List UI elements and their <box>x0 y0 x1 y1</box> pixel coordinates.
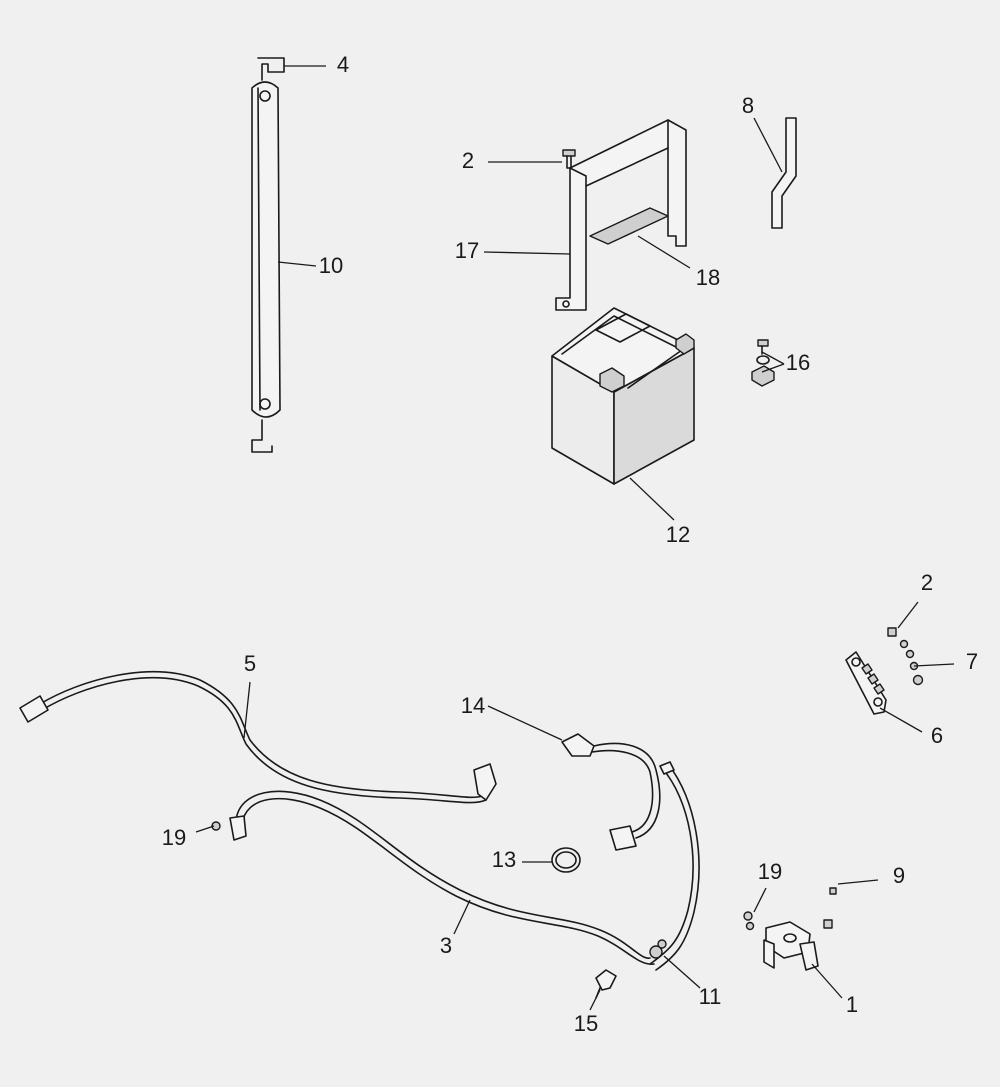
callout-2-right: 2 <box>921 570 933 595</box>
cable-14-part <box>561 733 661 851</box>
cable-11-part <box>649 761 700 971</box>
callout-9: 9 <box>893 863 905 888</box>
callout-15: 15 <box>574 1011 598 1036</box>
callout-11: 11 <box>699 984 722 1009</box>
callout-2-top: 2 <box>462 148 474 173</box>
battery-part <box>551 307 695 485</box>
callout-3: 3 <box>440 933 452 958</box>
clamp-part <box>551 847 581 873</box>
callout-6: 6 <box>931 723 943 748</box>
leader-lines <box>195 65 955 1011</box>
callout-12: 12 <box>666 522 690 547</box>
bent-rod-part <box>771 117 797 229</box>
cable-5-part <box>19 671 497 804</box>
callout-8: 8 <box>742 93 754 118</box>
callout-16: 16 <box>786 350 810 375</box>
callout-1: 1 <box>846 992 858 1017</box>
cable-3-part <box>229 790 667 965</box>
callouts: 4 2 8 10 17 18 16 12 2 7 6 5 14 19 13 3 … <box>162 52 978 1036</box>
callout-7: 7 <box>966 649 978 674</box>
bolt-part-top <box>562 149 576 169</box>
callout-10: 10 <box>319 253 343 278</box>
plug-part <box>595 969 617 999</box>
terminal-hardware-part <box>751 339 775 387</box>
terminal-block-part <box>845 627 924 715</box>
callout-13: 13 <box>492 847 516 872</box>
relay-part <box>763 887 837 971</box>
callout-18: 18 <box>696 265 720 290</box>
battery-strap-part <box>251 57 285 453</box>
callout-4: 4 <box>337 52 349 77</box>
callout-19-left: 19 <box>162 825 186 850</box>
callout-19-right: 19 <box>758 859 782 884</box>
callout-14: 14 <box>461 693 485 718</box>
callout-5: 5 <box>244 651 256 676</box>
battery-bracket-part <box>555 119 687 311</box>
callout-17: 17 <box>455 238 479 263</box>
nuts-part <box>211 821 755 931</box>
